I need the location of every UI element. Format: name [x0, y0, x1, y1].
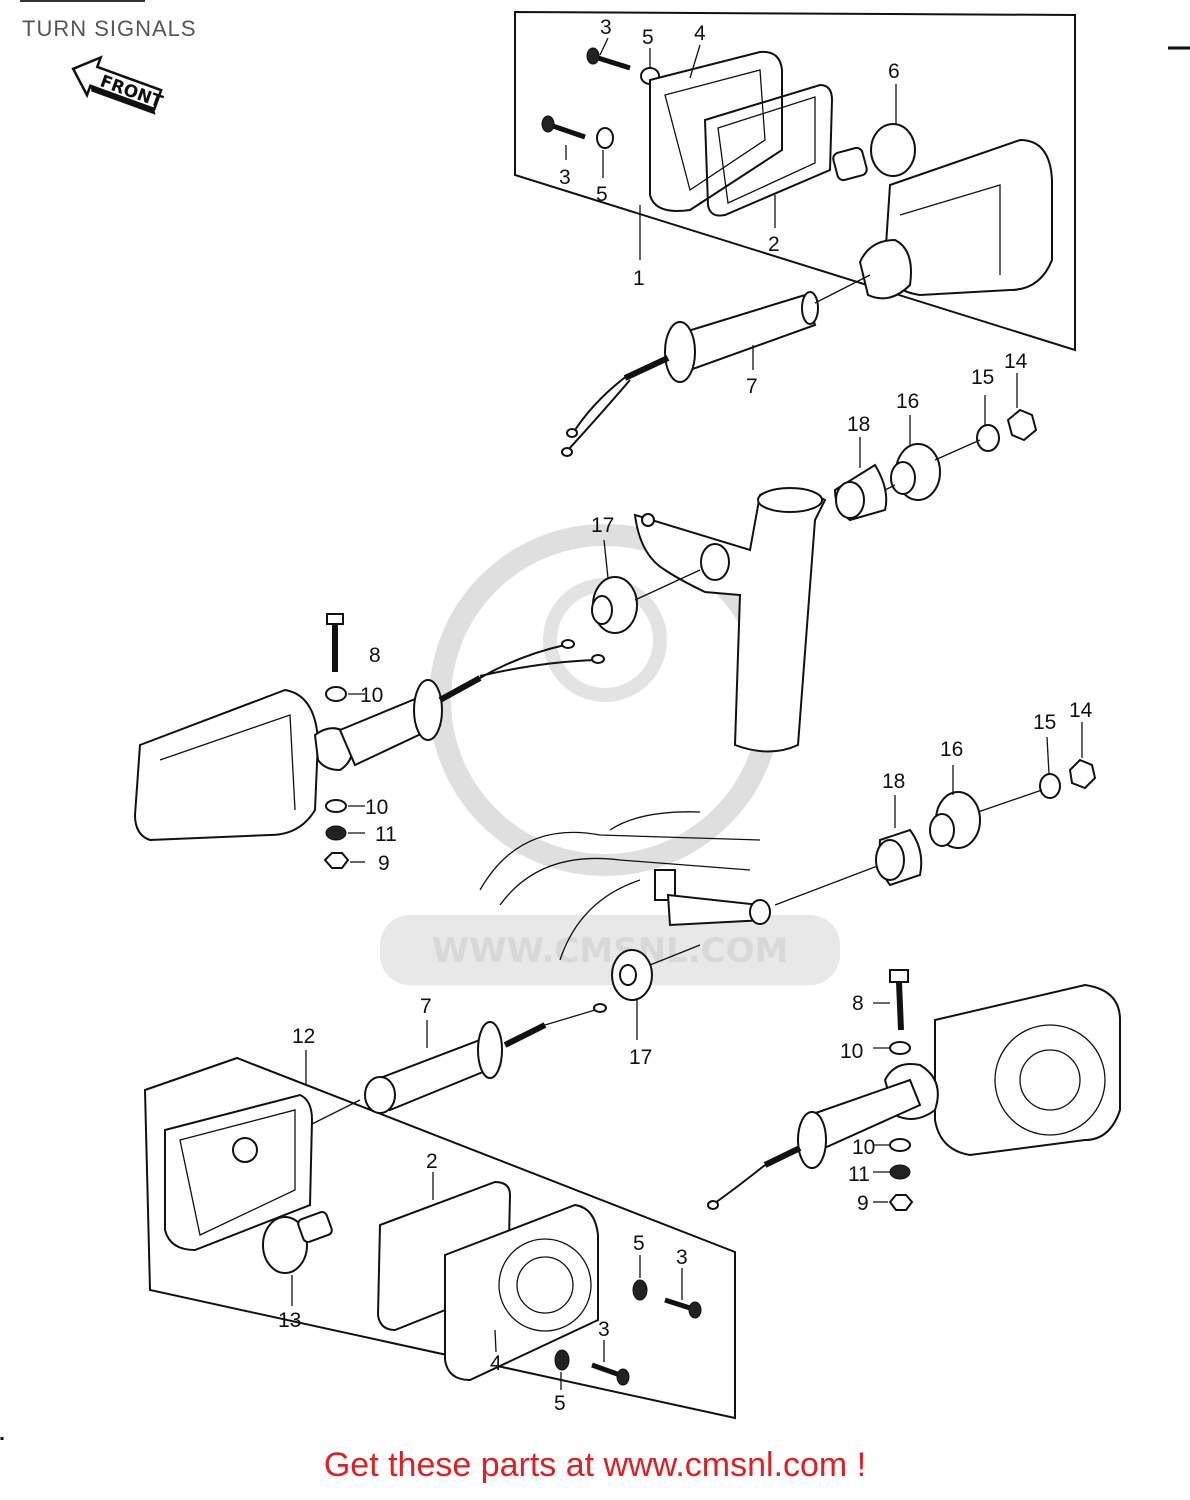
callout: 7 — [420, 995, 432, 1018]
front-arrow-icon: FRONT — [71, 55, 166, 115]
washer-icon — [325, 799, 347, 813]
callout: 3 — [598, 1318, 610, 1341]
callout: 10 — [360, 684, 383, 707]
callout: 5 — [554, 1392, 566, 1415]
callout: 4 — [694, 22, 706, 45]
callout: 3 — [600, 16, 612, 39]
callout: 10 — [365, 796, 388, 819]
housing-icon — [133, 688, 320, 842]
footer-promo-text: Get these parts at www.cmsnl.com ! — [323, 1446, 867, 1484]
bolt-icon — [326, 613, 344, 672]
mounting-bracket — [591, 487, 827, 753]
callout: 17 — [629, 1046, 652, 1069]
callout: 6 — [888, 60, 900, 83]
left-turn-signal — [133, 613, 605, 869]
callout: 15 — [1033, 711, 1056, 734]
callout: 3 — [559, 166, 571, 189]
housing-icon — [934, 983, 1121, 1157]
spring-washer-icon — [325, 825, 347, 841]
callout: 16 — [896, 390, 919, 413]
callout: 12 — [292, 1025, 315, 1048]
bolt-icon — [889, 969, 909, 1031]
callout: 2 — [426, 1150, 438, 1173]
washer-icon — [889, 1138, 911, 1152]
callout: 9 — [857, 1192, 869, 1215]
gasket-icon — [703, 83, 834, 217]
callout: 2 — [768, 233, 780, 256]
lens-icon — [649, 50, 783, 212]
washer-icon — [632, 1279, 648, 1301]
nut-icon — [323, 852, 350, 869]
callout: 16 — [940, 738, 963, 761]
callout: 4 — [490, 1352, 502, 1375]
screw-icon — [664, 1297, 702, 1319]
callout: 10 — [840, 1040, 863, 1063]
washer-icon — [554, 1349, 570, 1371]
right-turn-signal — [707, 969, 1121, 1211]
callout: 10 — [852, 1136, 875, 1159]
rear-frame — [479, 811, 881, 1001]
screw-icon — [586, 47, 631, 71]
bulb-icon — [262, 1211, 333, 1274]
screw-icon — [541, 115, 586, 140]
callout: 11 — [375, 823, 397, 846]
page-title: TURN SIGNALS — [22, 16, 197, 41]
callout: 8 — [369, 644, 381, 667]
title-rule — [20, 0, 145, 2]
front-label: FRONT — [97, 72, 165, 113]
callout: 18 — [882, 770, 905, 793]
watermark-url: WWW.CMSNL.COM — [432, 931, 789, 971]
bulb-icon — [832, 123, 916, 182]
upper-turn-signal-assembly — [514, 10, 1076, 457]
leader-lines — [291, 37, 1083, 1390]
callout: 5 — [633, 1232, 645, 1255]
callout: 13 — [278, 1309, 301, 1332]
callout: 14 — [1004, 350, 1028, 373]
callout: 15 — [971, 366, 994, 389]
callout: 8 — [852, 992, 864, 1015]
callout: 18 — [847, 413, 870, 436]
nut-icon — [1068, 758, 1097, 790]
lower-mount-hardware — [875, 758, 1097, 887]
assembly-1-box — [514, 10, 1076, 352]
screw-icon — [591, 1362, 630, 1386]
upper-mount-hardware — [833, 408, 1038, 522]
assembly-12-box — [143, 1056, 736, 1420]
nut-icon — [888, 1194, 914, 1211]
lens-icon — [444, 1203, 599, 1382]
lower-turn-signal-assembly — [143, 1003, 736, 1420]
washer-icon — [325, 686, 347, 702]
callout: 3 — [676, 1246, 688, 1269]
callout: 5 — [596, 183, 608, 206]
callout: 9 — [378, 852, 390, 875]
spring-washer-icon — [889, 1164, 911, 1180]
washer-icon — [889, 1041, 911, 1055]
callout: 5 — [642, 26, 654, 49]
exploded-parts-diagram: WWW.CMSNL.COM FRONT — [0, 10, 1190, 1440]
washer-icon — [1039, 773, 1061, 799]
callout: 17 — [591, 514, 614, 537]
callout: 1 — [633, 267, 645, 290]
callout: 7 — [746, 375, 758, 398]
callout-labels: 3 5 4 6 3 5 2 1 7 18 16 15 14 17 8 10 10… — [278, 16, 1093, 1415]
stem-icon — [561, 274, 871, 457]
callout: 14 — [1069, 699, 1093, 722]
washer-icon — [596, 127, 614, 149]
callout: 11 — [848, 1163, 870, 1186]
nut-icon — [1006, 408, 1038, 442]
stem-icon — [309, 1003, 607, 1126]
washer-icon — [976, 424, 1000, 452]
